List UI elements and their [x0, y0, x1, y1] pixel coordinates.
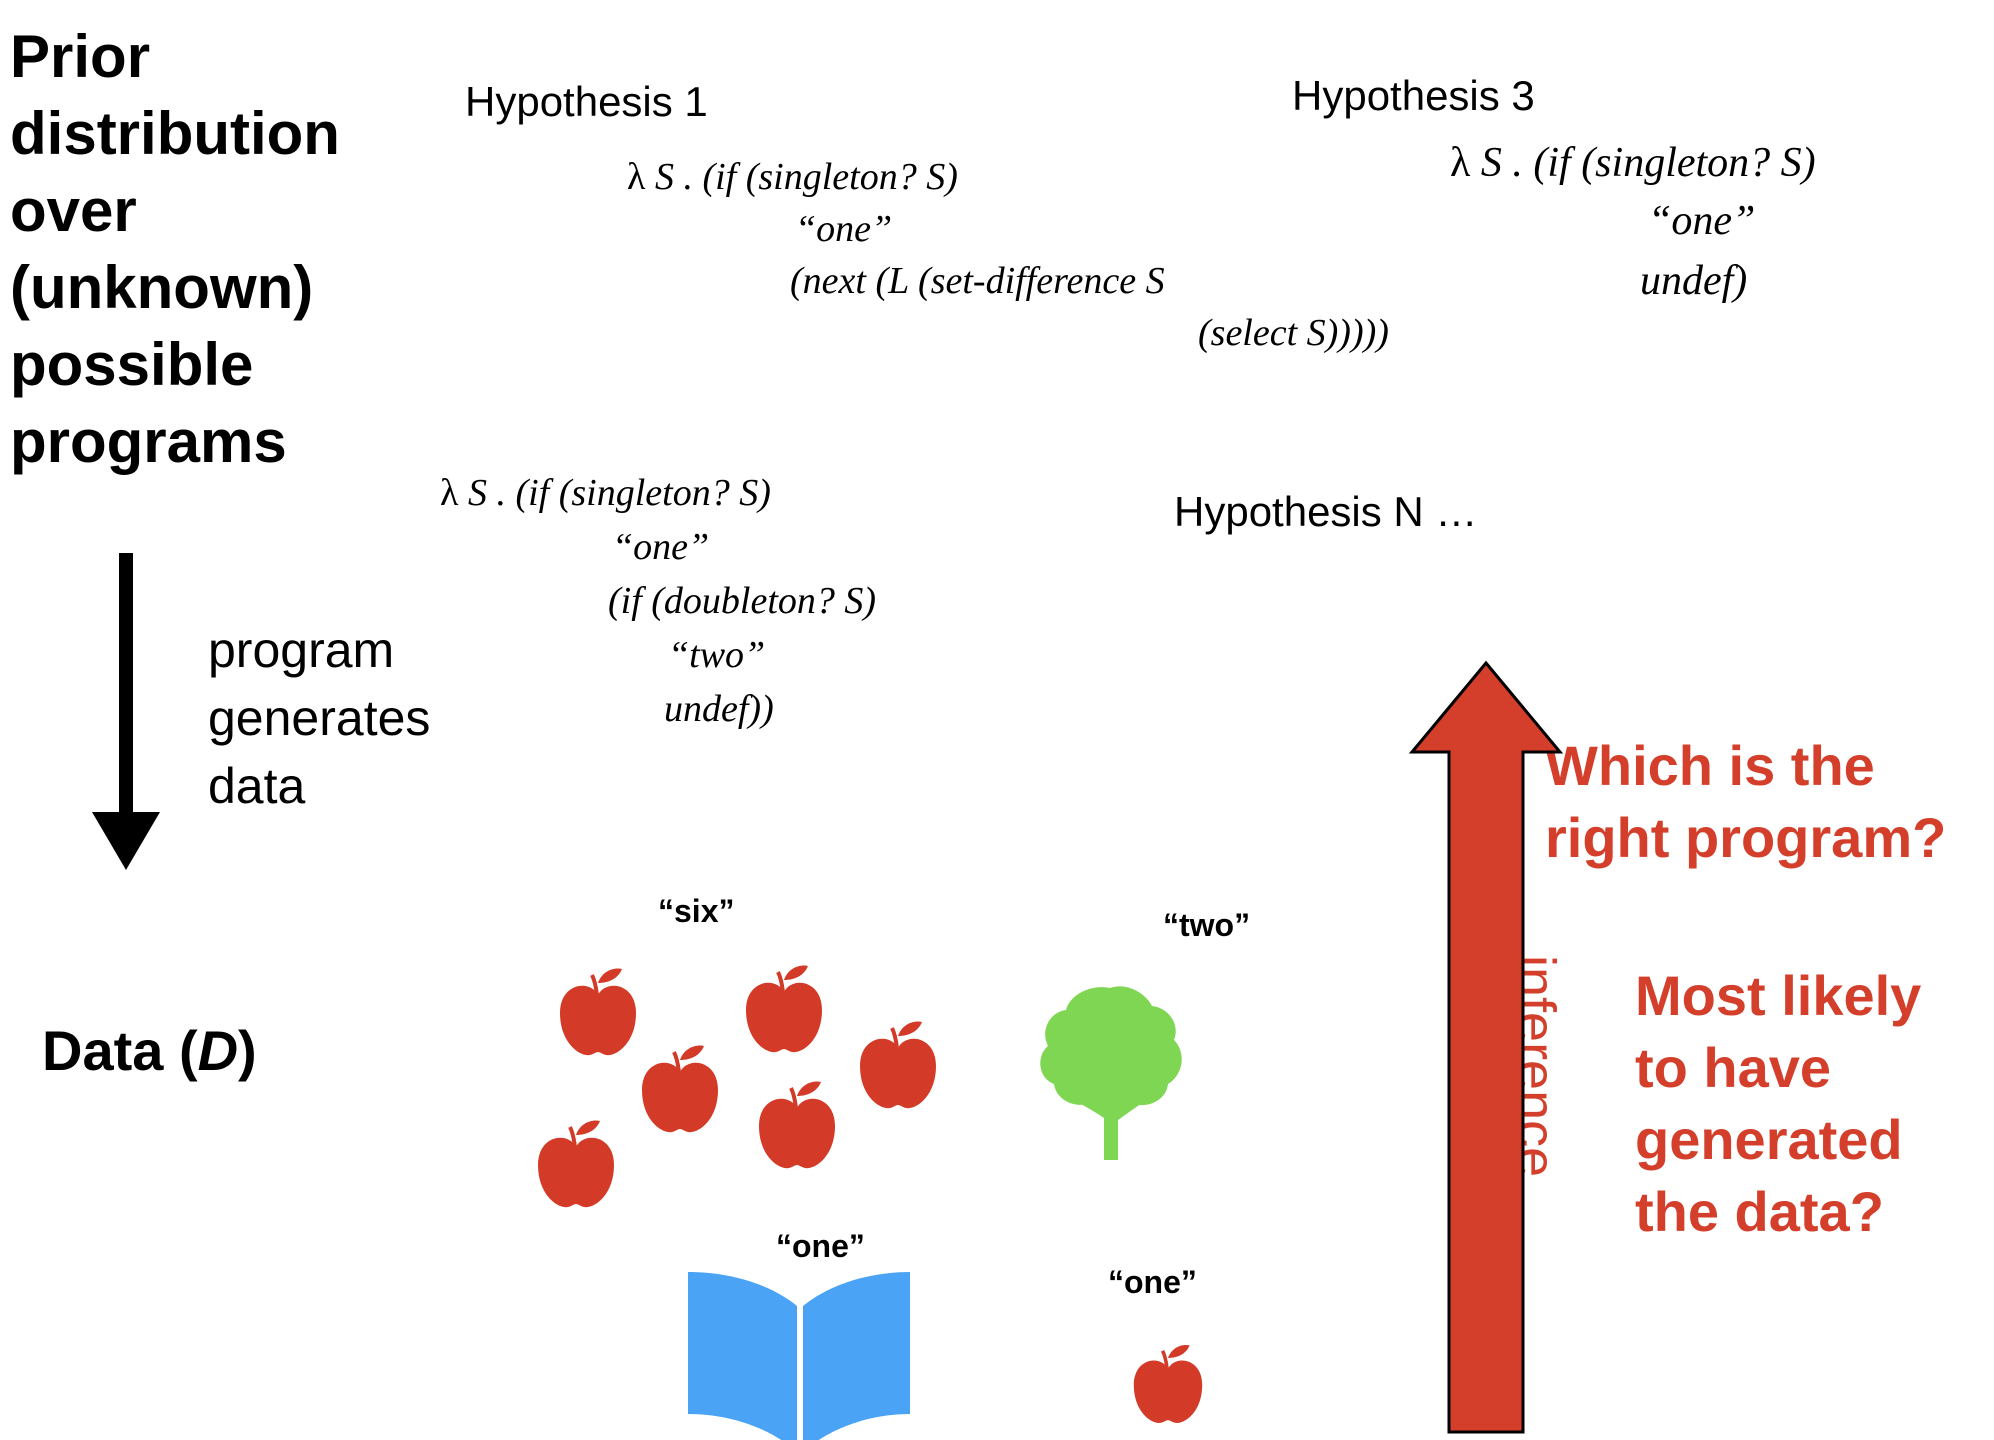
apple-group-icon [536, 963, 938, 1210]
hypothesis-3-code-line: “one” [1648, 198, 1756, 244]
hypothesis-2-code-line: undef)) [664, 688, 774, 730]
question-line: the data? [1635, 1180, 1884, 1243]
prior-line: Prior [10, 23, 151, 90]
code-text: S . (if (singleton? S) [467, 472, 771, 514]
tree-icon [1040, 986, 1182, 1160]
code-text: S . (if (singleton? S) [1480, 140, 1816, 186]
question-line: Which is the [1545, 734, 1875, 797]
prior-line: distribution [10, 100, 340, 167]
lambda-symbol: λ [1450, 140, 1471, 186]
book-one-label: “one” [776, 1228, 865, 1264]
lambda-symbol: λ [627, 156, 646, 198]
hypothesis-n-title: Hypothesis N … [1174, 488, 1478, 535]
hypothesis-1-code-line: (select S))))) [1198, 312, 1389, 354]
down-arrow-icon [92, 553, 160, 870]
apple-icon [640, 1043, 720, 1135]
generation-line: data [208, 758, 306, 814]
apple-icon [858, 1019, 938, 1111]
question-line: to have [1635, 1036, 1832, 1099]
apple-icon [744, 963, 824, 1055]
generation-label: program generates data [208, 616, 430, 820]
hypothesis-1-code-line: “one” [795, 208, 893, 250]
hypothesis-3-title: Hypothesis 3 [1292, 72, 1535, 119]
question-line: generated [1635, 1108, 1903, 1171]
prior-line: programs [10, 408, 287, 475]
hypothesis-2-code-line: “two” [668, 634, 766, 676]
up-arrow-icon [1408, 660, 1564, 1434]
apple-icon [757, 1079, 837, 1171]
prior-line: over [10, 177, 137, 244]
hypothesis-1-title: Hypothesis 1 [465, 78, 708, 125]
apple-icon [558, 966, 638, 1058]
six-label: “six” [658, 893, 735, 929]
hypothesis-1-code-line: (next (L (set-difference S [790, 260, 1165, 302]
data-label-close: ) [238, 1019, 257, 1082]
hypothesis-2-code-line: (if (doubleton? S) [608, 580, 877, 622]
apple-one-label: “one” [1108, 1264, 1197, 1300]
code-text: S . (if (singleton? S) [654, 156, 958, 198]
data-label-variable: D [197, 1019, 239, 1082]
hypothesis-2-code-line: λ S . (if (singleton? S) [440, 474, 771, 512]
lambda-symbol: λ [440, 472, 459, 514]
prior-line: possible [10, 331, 254, 398]
question-line: Most likely [1635, 964, 1922, 1027]
book-icon [688, 1272, 910, 1440]
question-line: right program? [1545, 806, 1947, 869]
apple-icon [536, 1118, 616, 1210]
data-label: Data (D) [42, 1018, 257, 1083]
two-label: “two” [1163, 907, 1251, 943]
hypothesis-3-code-line: λ S . (if (singleton? S) [1450, 142, 1816, 184]
data-label-text: Data ( [42, 1019, 198, 1082]
prior-line: (unknown) [10, 254, 314, 321]
hypothesis-2-code-line: “one” [612, 526, 710, 568]
hypothesis-3-code-line: undef) [1640, 258, 1748, 304]
question-most-likely: Most likely to have generated the data? [1635, 960, 1921, 1248]
question-right-program: Which is the right program? [1545, 730, 1946, 874]
single-apple-icon [1131, 1343, 1204, 1425]
generation-line: generates [208, 690, 431, 746]
generation-line: program [208, 622, 395, 678]
prior-heading: Prior distribution over (unknown) possib… [10, 18, 340, 480]
hypothesis-1-code-line: λ S . (if (singleton? S) [627, 158, 958, 196]
